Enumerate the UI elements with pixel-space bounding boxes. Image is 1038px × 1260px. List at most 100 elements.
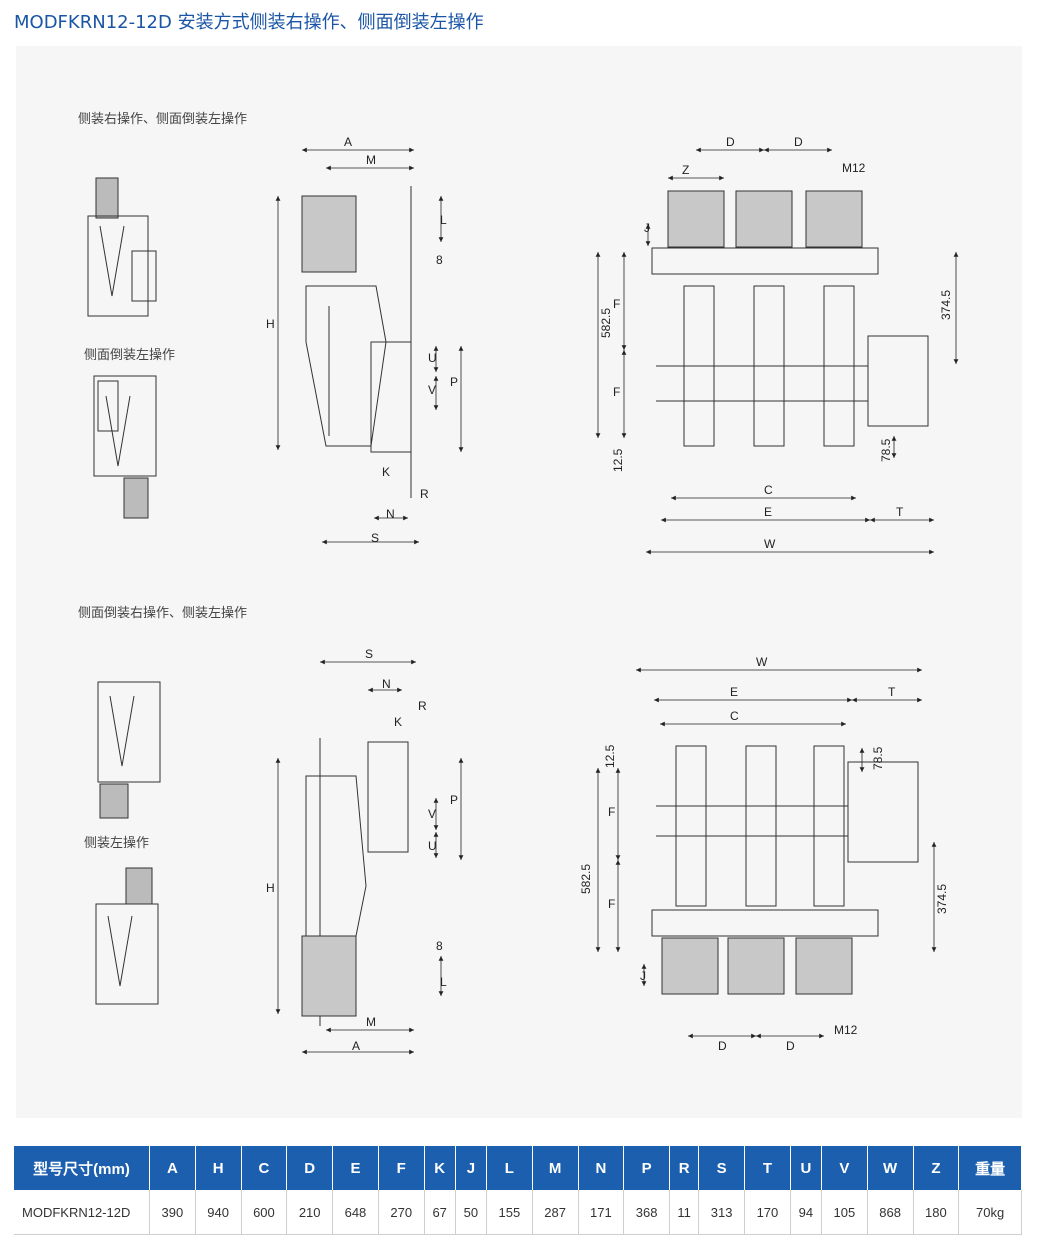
thumbnail-inverted-left	[93, 375, 157, 519]
dim-D1-top: D	[726, 135, 735, 149]
front-view-bottom-dimensions	[595, 667, 937, 1039]
header-F: F	[378, 1146, 425, 1190]
side-view-top-dimensions	[275, 147, 464, 545]
cell-E: 648	[332, 1190, 379, 1235]
header-W: W	[867, 1146, 914, 1190]
dim-8-top: 8	[436, 253, 443, 267]
dim-T-top: T	[896, 505, 904, 519]
caption-bottom-small: 侧装左操作	[84, 836, 150, 851]
cell-C: 600	[241, 1190, 288, 1235]
dim-F1-top: F	[613, 297, 620, 311]
dim-8-bottom: 8	[436, 939, 443, 953]
dim-R-bottom: R	[418, 699, 427, 713]
header-P: P	[623, 1146, 671, 1190]
cell-H: 940	[195, 1190, 242, 1235]
dim-E-top: E	[764, 505, 772, 519]
header-H: H	[195, 1146, 242, 1190]
dim-M-bottom: M	[366, 1015, 376, 1029]
dim-J-bottom: J	[640, 969, 646, 983]
header-D: D	[286, 1146, 334, 1190]
drawing-svg: A M L 8 H U V P K R N S	[87, 135, 959, 1055]
header-weight: 重量	[958, 1146, 1022, 1190]
cell-W: 868	[867, 1190, 914, 1235]
dim-H-bottom: H	[266, 881, 275, 895]
header-R: R	[669, 1146, 700, 1190]
cell-V: 105	[821, 1190, 868, 1235]
cell-R: 11	[669, 1190, 700, 1235]
dim-785-bottom: 78.5	[871, 746, 885, 770]
dim-125-bottom: 12.5	[603, 744, 617, 768]
header-N: N	[578, 1146, 625, 1190]
header-L: L	[486, 1146, 533, 1190]
dim-U-top: U	[428, 351, 437, 365]
side-view-bottom	[301, 738, 409, 1026]
dim-W-bottom: W	[756, 655, 768, 669]
dim-M12-top: M12	[842, 161, 866, 175]
front-view-top-dimensions	[595, 147, 959, 555]
cell-S: 313	[698, 1190, 746, 1235]
header-M: M	[532, 1146, 579, 1190]
cell-T: 170	[744, 1190, 791, 1235]
dim-T-bottom: T	[888, 685, 896, 699]
dim-L-bottom: L	[440, 975, 447, 989]
dim-125-top: 12.5	[611, 448, 625, 472]
dim-F2-bottom: F	[608, 897, 615, 911]
cell-K: 67	[424, 1190, 456, 1235]
technical-drawing: 侧装右操作、侧面倒装左操作 侧面倒装左操作 侧面倒装右操作、侧装左操作 侧装左操…	[16, 46, 1022, 1118]
dim-U-bottom: U	[428, 839, 437, 853]
dim-P-top: P	[450, 375, 458, 389]
thumbnail-side-left	[95, 867, 159, 1005]
dim-F2-top: F	[613, 385, 620, 399]
dim-N-bottom: N	[382, 677, 391, 691]
caption-top-small: 侧面倒装左操作	[84, 348, 176, 363]
dim-A-top: A	[344, 135, 352, 149]
dim-S-top: S	[371, 531, 379, 545]
dim-D2-top: D	[794, 135, 803, 149]
dim-P-bottom: P	[450, 793, 458, 807]
dim-M12-bottom: M12	[834, 1023, 858, 1037]
thumbnail-side-right	[87, 177, 157, 317]
cell-model: MODFKRN12-12D	[14, 1190, 150, 1235]
cell-weight: 70kg	[958, 1190, 1022, 1235]
cell-N: 171	[578, 1190, 625, 1235]
dim-3745-bottom: 374.5	[935, 884, 949, 914]
dim-3745-top: 374.5	[939, 290, 953, 320]
header-Z: Z	[913, 1146, 960, 1190]
dim-L-top: L	[440, 213, 447, 227]
cell-L: 155	[486, 1190, 533, 1235]
page-title: MODFKRN12-12D 安装方式侧装右操作、侧面倒装左操作	[14, 12, 484, 33]
dim-W-top: W	[764, 537, 776, 551]
cell-A: 390	[149, 1190, 196, 1235]
caption-top-section: 侧装右操作、侧面倒装左操作	[78, 112, 248, 127]
dim-N-top: N	[386, 507, 395, 521]
dim-C-bottom: C	[730, 709, 739, 723]
header-U: U	[790, 1146, 822, 1190]
side-view-top	[301, 186, 412, 498]
dim-5825-top: 582.5	[599, 308, 613, 338]
cell-U: 94	[790, 1190, 822, 1235]
dim-F1-bottom: F	[608, 805, 615, 819]
header-C: C	[241, 1146, 288, 1190]
cell-J: 50	[455, 1190, 487, 1235]
dim-V-top: V	[428, 383, 436, 397]
header-K: K	[424, 1146, 456, 1190]
dim-R-top: R	[420, 487, 429, 501]
header-V: V	[821, 1146, 868, 1190]
dim-M-top: M	[366, 153, 376, 167]
caption-bottom-section: 侧面倒装右操作、侧装左操作	[78, 606, 248, 621]
header-T: T	[744, 1146, 791, 1190]
cell-P: 368	[623, 1190, 671, 1235]
front-view-bottom	[651, 745, 919, 995]
spec-table: 型号尺寸(mm) A H C D E F K J L M N P R S T U…	[14, 1146, 1022, 1235]
dim-C-top: C	[764, 483, 773, 497]
dim-E-bottom: E	[730, 685, 738, 699]
dim-V-bottom: V	[428, 807, 436, 821]
front-view-top	[651, 190, 929, 447]
dim-5825-bottom: 582.5	[579, 864, 593, 894]
dim-S-bottom: S	[365, 647, 373, 661]
dim-J-top: J	[644, 221, 650, 235]
table-row: MODFKRN12-12D 390 940 600 210 648 270 67…	[14, 1190, 1022, 1235]
dim-D2-bottom: D	[786, 1039, 795, 1053]
cell-F: 270	[378, 1190, 425, 1235]
dim-K-bottom: K	[394, 715, 402, 729]
